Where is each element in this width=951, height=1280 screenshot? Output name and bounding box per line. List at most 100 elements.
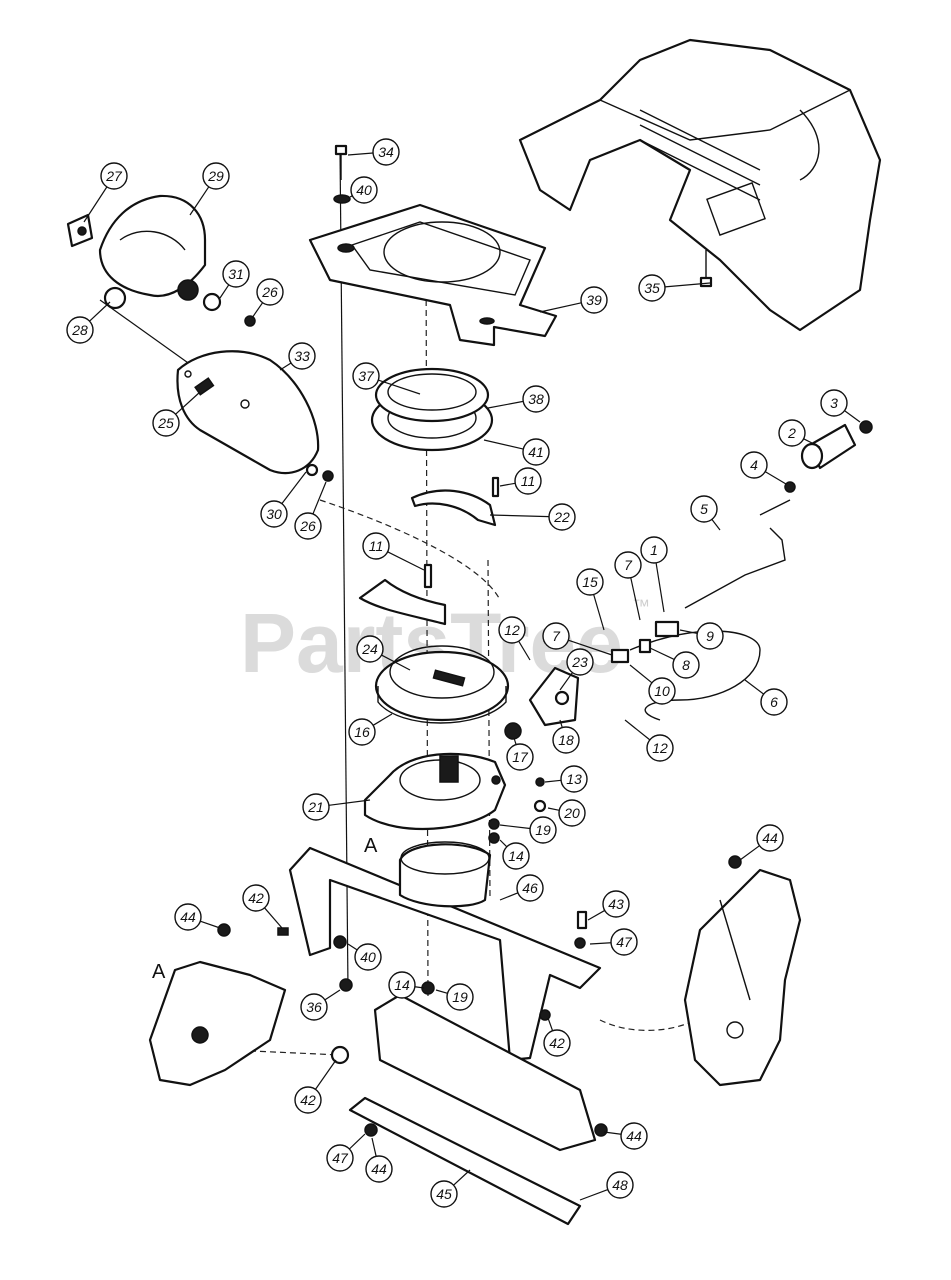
callout-13: 13 (544, 765, 588, 793)
scraper-bar (348, 1096, 582, 1226)
callout-circle (300, 993, 328, 1021)
callout-leader (844, 410, 861, 423)
callout-7: 7 (542, 622, 613, 656)
callout-leader (744, 679, 765, 695)
callout-24: 24 (356, 635, 411, 671)
callout-34: 34 (347, 138, 400, 166)
callout-44: 44 (739, 824, 784, 861)
callout-circle (362, 532, 390, 560)
callout-leader (200, 920, 221, 929)
callout-8: 8 (649, 647, 700, 679)
callout-29: 29 (189, 162, 230, 216)
callout-10: 10 (629, 664, 676, 705)
callout-leader (414, 986, 425, 989)
callout-leader (378, 379, 421, 395)
callout-leader (487, 400, 524, 409)
right-side-housing (683, 868, 802, 1087)
bolt-43 (576, 910, 588, 930)
callout-4: 4 (740, 451, 787, 485)
upper-chute-housing (308, 203, 558, 347)
callout-circle (606, 1171, 634, 1199)
bolt-13 (535, 777, 545, 787)
callout-33: 33 (279, 342, 316, 371)
callout-leader (453, 1169, 471, 1186)
callout-leader (371, 1137, 377, 1157)
callout-6: 6 (744, 679, 788, 716)
callout-circle (672, 651, 700, 679)
callout-leader (544, 779, 562, 783)
callout-leader (603, 1131, 622, 1135)
bearing-rings (370, 367, 494, 452)
callout-circle (576, 568, 604, 596)
callout-circle (446, 983, 474, 1011)
nut-14 (488, 832, 500, 844)
callout-leader (499, 839, 508, 848)
callout-37: 37 (352, 362, 421, 395)
callout-number: 18 (558, 732, 574, 748)
callout-40: 40 (349, 176, 378, 204)
callout-number: 41 (528, 444, 544, 460)
callout-leader (312, 481, 327, 515)
callout-12: 12 (624, 719, 674, 762)
callout-circle (529, 816, 557, 844)
callout-12: 12 (498, 616, 531, 661)
callout-number: 40 (356, 182, 372, 198)
callout-number: 42 (549, 1035, 565, 1051)
callout-7: 7 (614, 551, 642, 621)
callout-20: 20 (547, 799, 586, 827)
callout-42: 42 (242, 884, 283, 929)
callout-circle (552, 726, 580, 754)
callout-number: 43 (608, 896, 624, 912)
callout-26: 26 (251, 278, 284, 319)
callout-circle (152, 409, 180, 437)
callout-circle (356, 635, 384, 663)
callout-circle (640, 536, 668, 564)
callout-number: 9 (706, 628, 714, 644)
callout-11: 11 (362, 532, 425, 571)
callout-19: 19 (435, 983, 474, 1011)
callout-leader (89, 301, 111, 322)
callout-leader (489, 514, 550, 518)
callout-number: 29 (207, 168, 224, 184)
callout-44: 44 (603, 1122, 648, 1150)
callout-14: 14 (499, 839, 530, 870)
callout-36: 36 (300, 989, 341, 1021)
callout-number: 31 (228, 266, 244, 282)
callout-leader (624, 719, 651, 741)
callout-number: 14 (508, 848, 524, 864)
callout-leader (593, 594, 605, 631)
washer-20 (533, 799, 547, 813)
callout-number: 5 (700, 501, 708, 517)
callout-number: 46 (522, 880, 538, 896)
callout-40: 40 (347, 943, 382, 971)
callout-circle (288, 342, 316, 370)
callout-circle (610, 928, 638, 956)
nut-26 (244, 315, 256, 327)
callout-number: 23 (571, 654, 588, 670)
callout-16: 16 (348, 713, 393, 746)
callout-leader (189, 186, 210, 216)
callout-leader (281, 471, 307, 505)
callout-number: 45 (436, 1186, 452, 1202)
callout-leader (499, 482, 516, 487)
callout-number: 22 (553, 509, 570, 525)
callout-circle (548, 503, 576, 531)
callout-circle (760, 688, 788, 716)
callout-number: 16 (354, 724, 370, 740)
callout-leader (83, 186, 108, 223)
callout-circle (302, 793, 330, 821)
callout-leader (587, 909, 606, 921)
callout-circle (696, 622, 724, 650)
callout-2: 2 (778, 419, 821, 448)
callout-leader (568, 639, 613, 656)
callout-number: 6 (770, 694, 778, 710)
callout-number: 11 (369, 538, 384, 554)
callout-leader (547, 1017, 554, 1031)
callout-circle (202, 162, 230, 190)
callout-circle (388, 971, 416, 999)
callout-number: 35 (644, 280, 660, 296)
chute-plate (176, 350, 334, 482)
callout-leader (324, 989, 341, 1001)
callout-circle (690, 495, 718, 523)
